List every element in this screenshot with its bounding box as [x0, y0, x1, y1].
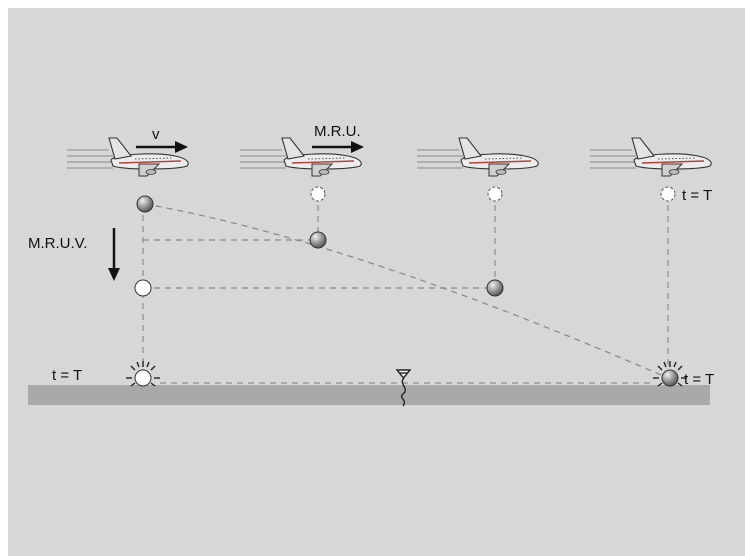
fall-arrow-icon [108, 228, 120, 281]
sphere-icon [309, 231, 327, 249]
ground [28, 385, 710, 405]
time-label-ground-right: t = T [684, 371, 714, 388]
sphere-icon [136, 195, 154, 213]
break-symbol-icon [395, 369, 412, 407]
sphere-icon [310, 186, 326, 202]
guide-lines [142, 205, 669, 384]
motion-arrow-icon [312, 141, 364, 153]
trajectory-curve [144, 203, 669, 379]
sphere-icon [486, 279, 504, 297]
velocity-arrow-icon [136, 141, 188, 153]
time-label-ground-left: t = T [52, 367, 82, 384]
sphere-icon [134, 369, 152, 387]
background-panel [8, 8, 745, 556]
horizontal-motion-label: M.R.U. [314, 123, 361, 140]
sphere-icon [134, 279, 152, 297]
vertical-motion-label: M.R.U.V. [28, 235, 87, 252]
sphere-icon [661, 369, 679, 387]
sphere-icon [487, 186, 503, 202]
velocity-label: v [152, 126, 160, 143]
sphere-icon [660, 186, 676, 202]
time-label-top-right: t = T [682, 187, 712, 204]
